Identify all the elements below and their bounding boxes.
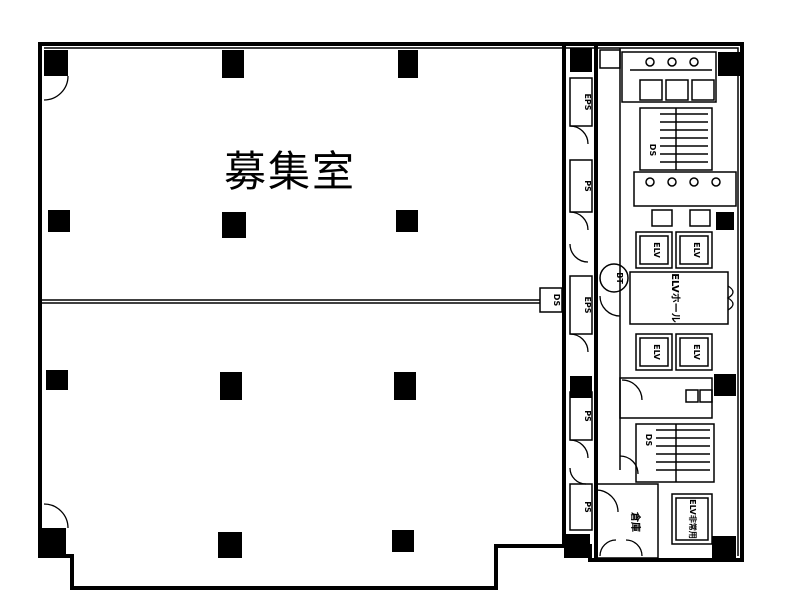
door-arc: [43, 503, 69, 529]
sink: [711, 177, 721, 187]
shaft-eps-top: [569, 77, 593, 127]
elevator-emergency-car: [675, 497, 709, 541]
label-ds-stair-bottom: DS: [644, 434, 653, 447]
column: [570, 376, 592, 398]
elevator-3-car: [639, 337, 669, 367]
label-elv-2: ELV: [692, 242, 701, 258]
column: [222, 212, 246, 238]
bt-circle: [599, 263, 629, 293]
sink: [689, 177, 699, 187]
stair-treads-top: [660, 113, 708, 163]
column: [46, 370, 68, 390]
column: [398, 50, 418, 78]
column: [394, 372, 416, 400]
label-bt: BT: [615, 272, 624, 284]
door-arc: [619, 455, 639, 475]
sink: [645, 177, 655, 187]
column: [48, 210, 70, 232]
toilet-stall: [639, 79, 663, 101]
door-arc: [599, 295, 621, 317]
column: [564, 534, 590, 558]
label-elv-4: ELV: [692, 344, 701, 360]
sink: [689, 57, 699, 67]
column: [714, 374, 736, 396]
column: [718, 52, 740, 76]
toilet-stall: [651, 209, 673, 227]
label-elv-emergency: ELV非常用: [688, 499, 698, 539]
column: [42, 528, 66, 556]
toilet-stall: [691, 79, 715, 101]
door-arc: [569, 211, 589, 231]
elevator-4-car: [679, 337, 709, 367]
elevator-2-car: [679, 235, 709, 265]
column: [218, 532, 242, 558]
elevator-2: [675, 231, 713, 269]
shaft-ds-center: [539, 287, 563, 313]
door-arc: [599, 539, 617, 557]
outer-wall-inner: [44, 47, 739, 556]
door-arc: [43, 75, 69, 101]
column: [44, 50, 68, 76]
restroom-top: [621, 51, 717, 103]
door-arc: [625, 539, 643, 557]
label-storage: 倉庫: [629, 511, 642, 532]
door-arc: [569, 467, 587, 485]
label-elv-hall: ELVホール: [669, 273, 681, 323]
label-ps-mid: PS: [583, 410, 592, 422]
toilet-stall: [689, 209, 711, 227]
door-arc: [569, 243, 589, 263]
door-arc: [726, 285, 734, 311]
sink: [667, 57, 677, 67]
shaft-ps-mid: [569, 391, 593, 441]
door-arc: [569, 439, 589, 459]
elevator-4: [675, 333, 713, 371]
sink: [667, 177, 677, 187]
shaft-ps-top: [569, 159, 593, 213]
door-arc: [569, 333, 589, 353]
column: [222, 50, 244, 78]
stair-treads-bottom: [656, 429, 710, 471]
sink: [645, 57, 655, 67]
elevator-3: [635, 333, 673, 371]
small-fixture: [699, 389, 713, 403]
label-ps-top: PS: [583, 180, 592, 192]
small-fixture: [685, 389, 699, 403]
stair-bottom: [635, 423, 715, 483]
column: [392, 530, 414, 552]
small-fixture: [599, 49, 621, 69]
label-elv-3: ELV: [652, 344, 661, 360]
label-ds-stair-top: DS: [648, 144, 657, 157]
door-arc: [621, 379, 643, 401]
door-arc: [595, 489, 619, 513]
shaft-eps-mid: [569, 275, 593, 335]
column: [396, 210, 418, 232]
column: [716, 212, 734, 230]
outer-wall: [38, 42, 744, 590]
elevator-emergency: [671, 493, 713, 545]
label-eps-mid: EPS: [583, 296, 592, 313]
label-eps-top: EPS: [583, 93, 592, 110]
elevator-1: [635, 231, 673, 269]
label-elv-1: ELV: [652, 242, 661, 258]
toilet-stall: [665, 79, 689, 101]
column: [220, 372, 242, 400]
door-arc: [569, 125, 589, 145]
restroom-mid: [633, 171, 737, 207]
column: [712, 536, 736, 558]
label-ds-center: DS: [552, 294, 561, 307]
storage-room: [595, 483, 659, 559]
column: [570, 48, 592, 72]
shaft-ps-bottom: [569, 483, 593, 531]
label-ps-bottom: PS: [583, 501, 592, 513]
elevator-1-car: [639, 235, 669, 265]
room-label: 募集室: [224, 147, 357, 196]
